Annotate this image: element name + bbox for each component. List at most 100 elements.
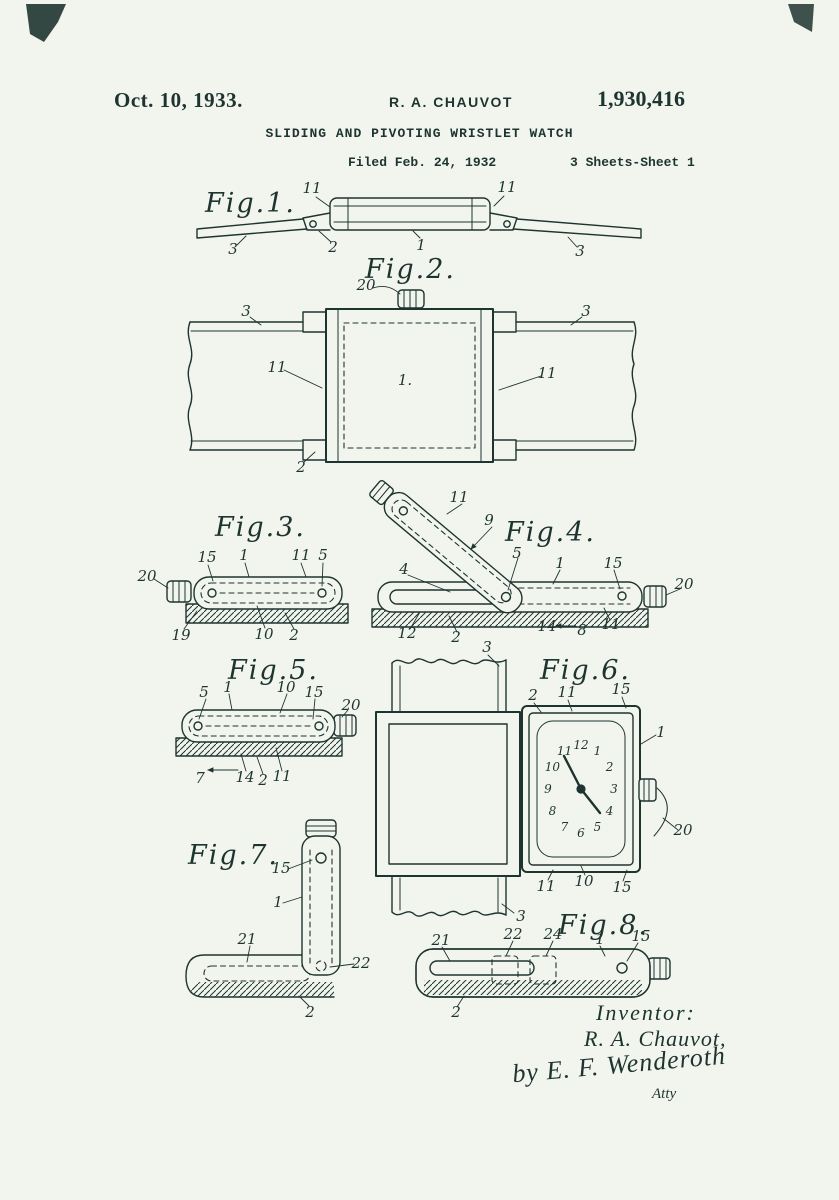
ref-numeral-fig6-20: 20 bbox=[672, 821, 693, 839]
ref-numeral-fig2-3: 3 bbox=[581, 302, 591, 320]
ref-numeral-fig8-15: 15 bbox=[631, 927, 650, 945]
inventor-signature: R. A. Chauvot, bbox=[584, 1026, 727, 1051]
ref-numeral-fig5-5: 5 bbox=[199, 683, 209, 701]
dial-number-4: 4 bbox=[605, 804, 614, 818]
dial-number-3: 3 bbox=[610, 782, 618, 796]
ref-numeral-fig4-20: 20 bbox=[673, 575, 694, 593]
fig7-base-plate bbox=[185, 954, 335, 998]
ref-numeral-fig4-12: 12 bbox=[397, 624, 416, 642]
ref-numeral-fig3-20: 20 bbox=[136, 567, 157, 585]
fig4-title: Fig.4. bbox=[504, 517, 596, 548]
ref-numeral-fig6-10: 10 bbox=[574, 872, 594, 890]
dial-number-8: 8 bbox=[549, 804, 557, 818]
fig8-base-plate bbox=[415, 948, 651, 998]
ref-numeral-fig4-14: 14 bbox=[537, 617, 556, 635]
attorney-title: Atty bbox=[652, 1086, 677, 1102]
fig8-crown bbox=[647, 957, 671, 980]
fig1-drawing bbox=[196, 195, 642, 248]
ref-numeral-fig7-15: 15 bbox=[271, 859, 290, 877]
dial-number-10: 10 bbox=[545, 760, 561, 774]
ref-numeral-fig2-11: 11 bbox=[267, 358, 286, 376]
dial-number-6: 6 bbox=[577, 826, 585, 840]
ref-numeral-fig7-1: 1 bbox=[273, 893, 283, 911]
fig3-title: Fig.3. bbox=[214, 512, 306, 543]
fig2-strap-left bbox=[187, 321, 304, 451]
ref-numeral-fig4-11: 11 bbox=[601, 615, 620, 633]
ref-numeral-fig6-11: 11 bbox=[557, 683, 576, 701]
sheet-info: 3 Sheets-Sheet 1 bbox=[570, 155, 695, 170]
fig3-carriage-body bbox=[193, 576, 343, 610]
ref-numeral-fig5-7: 7 bbox=[195, 769, 205, 787]
ref-numeral-fig6-3: 3 bbox=[516, 907, 526, 925]
fig1-leader-lines bbox=[236, 195, 578, 248]
fig4-pivot-arrow bbox=[470, 526, 493, 550]
patent-title: SLIDING AND PIVOTING WRISTLET WATCH bbox=[265, 126, 574, 141]
fig6-leader-lines bbox=[487, 654, 679, 914]
ref-numeral-fig4-9: 9 bbox=[484, 511, 494, 529]
ref-numeral-fig1-3: 3 bbox=[228, 240, 238, 258]
fig6-drawing bbox=[375, 654, 679, 917]
scan-artifact-top-left bbox=[26, 4, 66, 42]
fig5-leader-lines bbox=[198, 693, 349, 775]
dial-number-1: 1 bbox=[594, 744, 602, 758]
fig5-drawing bbox=[175, 693, 357, 775]
fig8-drawing bbox=[415, 940, 671, 1008]
ref-numeral-fig8-1: 1 bbox=[595, 930, 605, 948]
fig3-crown bbox=[166, 580, 192, 603]
fig6-crown bbox=[638, 778, 668, 837]
fig7: Fig.7. bbox=[185, 819, 371, 1021]
ref-numeral-fig8-22: 22 bbox=[502, 925, 522, 943]
fig7-crown bbox=[305, 819, 337, 838]
fig5: Fig.5. bbox=[175, 655, 361, 789]
ref-numeral-fig1-2: 2 bbox=[327, 238, 338, 256]
ref-numeral-fig4-4: 4 bbox=[398, 560, 409, 578]
ref-numeral-fig6-3: 3 bbox=[482, 638, 492, 656]
fig7-leader-lines bbox=[246, 859, 355, 1007]
ref-numeral-fig8-21: 21 bbox=[430, 931, 450, 949]
dial-number-2: 2 bbox=[605, 760, 614, 774]
fig8-leader-lines bbox=[441, 940, 639, 1008]
fig4-pivot-screw bbox=[500, 591, 512, 603]
ref-numeral-fig1-11: 11 bbox=[302, 179, 321, 197]
ref-numeral-fig4-8: 8 bbox=[577, 621, 587, 639]
fig8: Fig.8. bbox=[415, 910, 671, 1021]
dial-number-5: 5 bbox=[594, 820, 602, 834]
ref-numeral-fig6-1: 1 bbox=[656, 723, 666, 741]
fig2-strap-right bbox=[515, 321, 637, 451]
inventor-label: Inventor: bbox=[596, 1000, 696, 1025]
ref-numeral-fig7-2: 2 bbox=[304, 1003, 315, 1021]
ref-numeral-fig2-20: 20 bbox=[355, 276, 376, 294]
dial-number-11: 11 bbox=[557, 744, 572, 758]
fig2-crown bbox=[397, 289, 425, 309]
ref-numeral-fig5-2: 2 bbox=[257, 771, 268, 789]
ref-numeral-fig5-10: 10 bbox=[276, 678, 296, 696]
ref-numeral-fig1-11: 11 bbox=[497, 178, 516, 196]
ref-numeral-fig3-2: 2 bbox=[288, 626, 299, 644]
ref-numeral-fig8-24: 24 bbox=[542, 925, 562, 943]
ref-numeral-fig6-11: 11 bbox=[536, 877, 555, 895]
ref-numeral-fig8-2: 2 bbox=[450, 1003, 461, 1021]
fig2-leader-lines bbox=[249, 286, 583, 463]
ref-numeral-fig1-3: 3 bbox=[575, 242, 585, 260]
fig5-carriage-body bbox=[181, 709, 336, 743]
fig4-leader-lines bbox=[407, 503, 681, 633]
patent-number: 1,930,416 bbox=[597, 86, 685, 111]
fig3-leader-lines bbox=[153, 562, 324, 630]
fig6: Fig.6. bbox=[375, 638, 693, 925]
ref-numeral-fig2-2: 2 bbox=[295, 458, 306, 476]
fig1-title: Fig.1. bbox=[204, 188, 296, 219]
ref-numeral-fig1-1: 1 bbox=[416, 236, 426, 254]
ref-numeral-fig5-1: 1 bbox=[223, 678, 233, 696]
dial-number-7: 7 bbox=[561, 820, 569, 834]
fig4-pivoted-case bbox=[369, 479, 523, 614]
fig5-title: Fig.5. bbox=[227, 655, 319, 686]
fig8-title: Fig.8. bbox=[557, 910, 649, 941]
fig4-drawing bbox=[369, 479, 681, 633]
ref-numeral-fig7-21: 21 bbox=[236, 930, 256, 948]
